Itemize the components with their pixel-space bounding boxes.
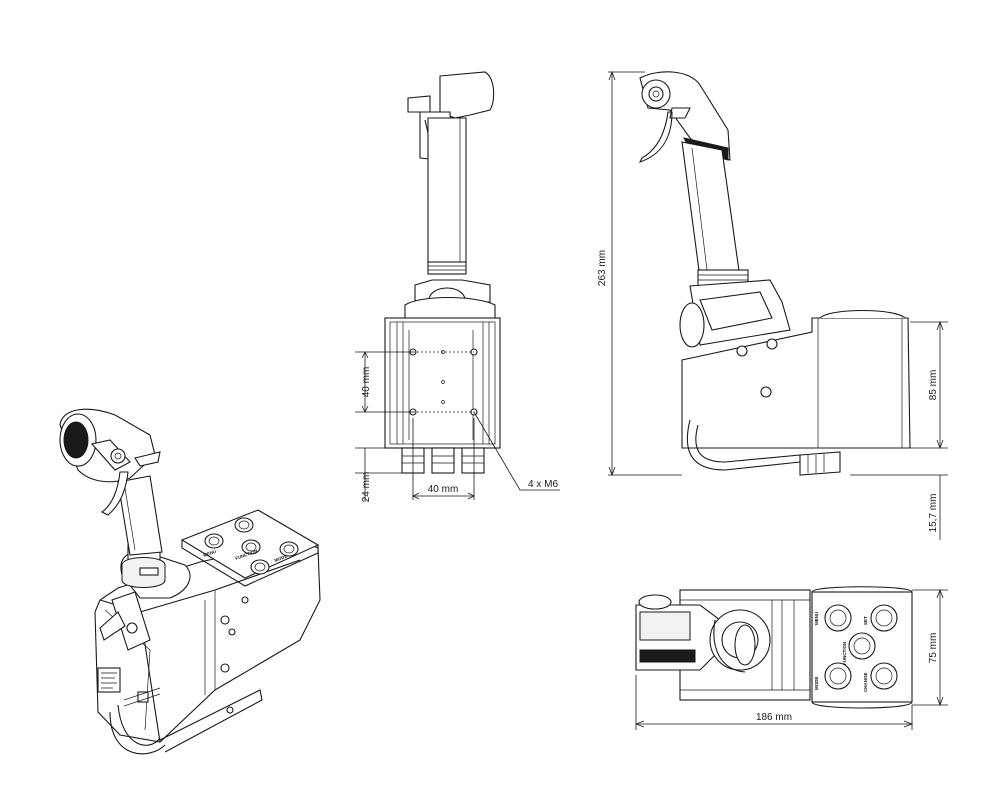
dim-186mm: 186 mm [756, 712, 792, 723]
iso-label-menu: MENU [203, 549, 217, 558]
connectors [401, 447, 485, 474]
label-plate [97, 667, 121, 693]
dim-15-7mm: 15,7 mm [928, 494, 939, 533]
dim-40mm-horizontal: 40 mm [428, 484, 459, 495]
dim-24mm: 24 mm [361, 472, 372, 503]
label-set: SET [863, 616, 868, 625]
callout-4xm6: 4 x M6 [528, 479, 558, 490]
top-view: MENU SET FUNCTION MODE CHANGE 75 mm 186 … [634, 586, 948, 730]
dim-263mm: 263 mm [597, 250, 608, 286]
label-change: CHANGE [863, 672, 868, 692]
front-view: 40 mm 24 mm 40 mm 4 x M6 [355, 71, 560, 503]
top-panel-buttons [824, 604, 898, 690]
label-function: FUNCTION [842, 642, 847, 665]
dim-75mm: 75 mm [928, 633, 939, 664]
trigger [100, 471, 129, 516]
side-view: 263 mm 85 mm 15,7 mm [597, 70, 948, 540]
label-menu: MENU [814, 612, 819, 625]
label-mode: MODE [814, 677, 819, 691]
isometric-view: MENU FUNCTION MODE [59, 408, 321, 755]
iso-label-mode: MODE [274, 554, 288, 563]
dim-85mm: 85 mm [928, 370, 939, 401]
dim-40mm-vertical: 40 mm [361, 367, 372, 398]
panel-buttons [204, 517, 299, 575]
